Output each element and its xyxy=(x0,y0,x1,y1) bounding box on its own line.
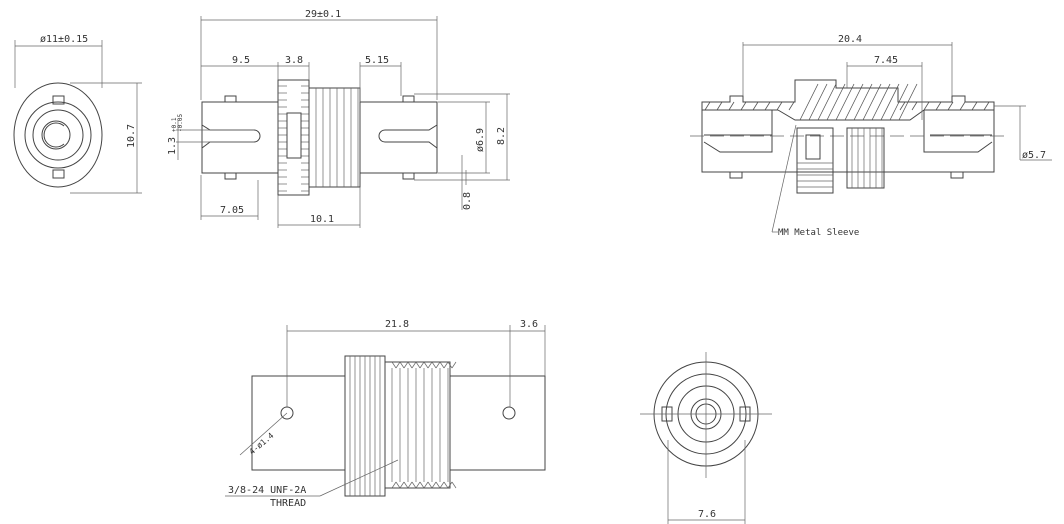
drawing-line xyxy=(403,361,409,369)
drawing-line xyxy=(427,361,433,369)
drawing-line xyxy=(740,101,747,111)
drawing-line xyxy=(947,101,954,111)
drawing-line xyxy=(435,361,441,369)
drawing-line xyxy=(427,481,433,489)
dim-7-05: 7.05 xyxy=(220,205,244,216)
drawing-line xyxy=(935,101,942,111)
drawing-line xyxy=(435,481,441,489)
drawing-line xyxy=(447,361,453,369)
drawing-line xyxy=(451,481,457,489)
drawing-line xyxy=(752,101,759,111)
drawing-line xyxy=(431,361,437,369)
drawing-line xyxy=(399,361,405,369)
drawing-line xyxy=(399,481,405,489)
dim-7-6: 7.6 xyxy=(698,509,716,520)
drawing-line xyxy=(788,101,795,111)
drawing-line xyxy=(423,481,429,489)
side-view: 29±0.1 9.5 3.8 5.15 7.05 10.1 ø6.9 8.2 0… xyxy=(167,9,510,228)
dim-height: 10.7 xyxy=(126,124,137,148)
drawing-line xyxy=(959,101,966,111)
drawing-line xyxy=(835,83,855,121)
drawing-line xyxy=(415,361,421,369)
drawing-line xyxy=(808,83,828,121)
drawing-line xyxy=(911,101,918,111)
drawing-line xyxy=(439,361,445,369)
dim-total-length: 29±0.1 xyxy=(305,9,341,20)
drawing-line xyxy=(923,101,930,111)
dim-3-8: 3.8 xyxy=(285,55,303,66)
drawing-line xyxy=(799,83,819,121)
dim-10-1: 10.1 xyxy=(310,214,334,225)
section-view: 20.4 7.45 ø5.7 MM Metal Sleeve xyxy=(690,34,1052,238)
drawing-line xyxy=(451,361,457,369)
drawing-line xyxy=(880,83,900,121)
dim-3-6: 3.6 xyxy=(520,319,538,330)
drawing-line xyxy=(431,481,437,489)
drawing-line xyxy=(407,481,413,489)
drawing-line xyxy=(889,83,909,121)
drawing-line xyxy=(844,83,864,121)
drawing-line xyxy=(391,361,397,369)
drawing-line xyxy=(403,481,409,489)
dim-9-5: 9.5 xyxy=(232,55,250,66)
drawing-line xyxy=(395,361,401,369)
drawing-line xyxy=(971,101,978,111)
dim-slot: 1.3 xyxy=(167,137,178,155)
dim-20-4: 20.4 xyxy=(838,34,862,45)
callout-metal-sleeve: MM Metal Sleeve xyxy=(778,228,859,238)
drawing-line xyxy=(439,481,445,489)
drawing-line xyxy=(411,481,417,489)
drawing-line xyxy=(447,481,453,489)
drawing-line xyxy=(395,481,401,489)
end-view: ø11±0.15 10.7 xyxy=(13,34,142,194)
drawing-line xyxy=(419,481,425,489)
thread-label-1: 3/8-24 UNF-2A xyxy=(228,485,306,496)
dim-slot-tol-top: +0.1 xyxy=(171,117,178,132)
drawing-line xyxy=(443,361,449,369)
dim-key: 0.8 xyxy=(462,192,473,210)
dim-7-45: 7.45 xyxy=(874,55,898,66)
drawing-line xyxy=(826,83,846,121)
thread-label-2: THREAD xyxy=(270,498,306,509)
drawing-line xyxy=(728,101,735,111)
dim-21-8: 21.8 xyxy=(385,319,409,330)
drawing-line xyxy=(704,101,711,111)
dim-5-15: 5.15 xyxy=(365,55,389,66)
drawing-line xyxy=(415,481,421,489)
drawing-line xyxy=(817,83,837,121)
drawing-line xyxy=(411,361,417,369)
end-view-2: 7.6 xyxy=(640,352,772,524)
drawing-line xyxy=(423,361,429,369)
drawing-line xyxy=(871,83,891,121)
drawing-line xyxy=(776,101,783,111)
dim-diameter: ø11±0.15 xyxy=(40,34,88,45)
drawing-line xyxy=(716,101,723,111)
drawing-line xyxy=(443,481,449,489)
drawing-line xyxy=(853,83,873,121)
drawing-line xyxy=(862,83,882,121)
bottom-view: 21.8 3.6 4-ø1.4 3/8-24 UNF-2A THREAD xyxy=(225,319,546,509)
dim-slot-tol-bottom: -0.05 xyxy=(177,114,184,132)
dim-bore: ø5.7 xyxy=(1022,150,1046,161)
dim-height: 8.2 xyxy=(496,127,507,145)
drawing-line xyxy=(419,361,425,369)
drawing-line xyxy=(391,481,397,489)
drawing-line xyxy=(407,361,413,369)
drawing-line xyxy=(764,101,771,111)
dim-bore: ø6.9 xyxy=(475,128,486,152)
drawing-line xyxy=(983,101,990,111)
drawing-line xyxy=(899,101,906,111)
drawing-line xyxy=(898,83,918,121)
